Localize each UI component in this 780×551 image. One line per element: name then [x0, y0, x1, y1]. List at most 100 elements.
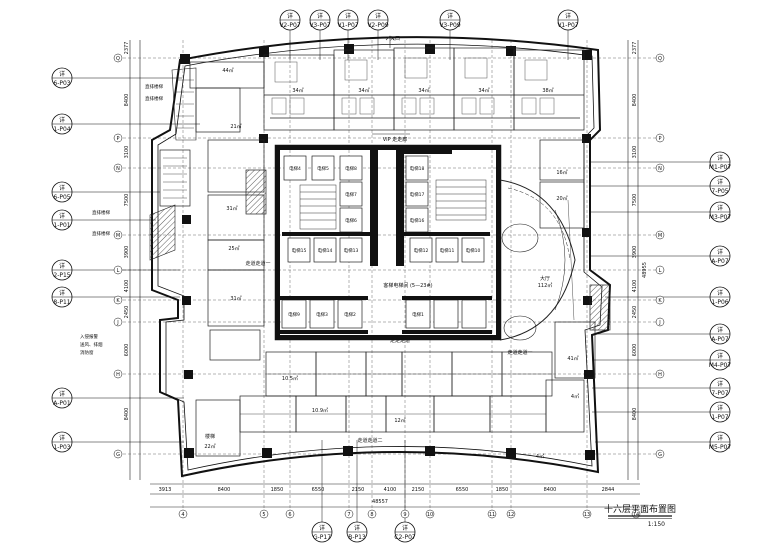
detail-ref-bubble: 详 M1-P07 [709, 151, 732, 173]
grid-label: 13 [584, 512, 590, 518]
ref-left-a: 详 [59, 184, 65, 192]
ref-top-a: 详 [317, 12, 323, 20]
ref-right-b: 7-P05 [711, 188, 728, 195]
grid-label: Q [658, 56, 662, 62]
dim-text: 2844 [602, 487, 615, 493]
detail-ref-bubble: 详V2-P07 [279, 9, 301, 31]
dim-text: 1850 [496, 487, 509, 493]
room-area: 4㎡ [536, 453, 544, 460]
elevator-label: 电梯3 [316, 311, 328, 318]
ref-bottom-b: B-P13 [348, 534, 366, 541]
entry-label: 入口 [390, 36, 400, 42]
building-envelope [151, 36, 612, 478]
ref-right-a: 详 [717, 154, 723, 162]
top-ref-leaders [289, 30, 569, 60]
elevator-label: 电梯6 [345, 217, 357, 224]
ref-bottom-a: 详 [319, 524, 325, 532]
dim-text: 7500 [632, 194, 638, 207]
ref-right-a: 详 [717, 289, 723, 297]
room-labels: 44㎡ 34㎡ 34㎡ 34㎡ 34㎡ 38㎡ VIP 走走廊 入口 客梯电梯间… [204, 36, 579, 460]
left-ref-leaders [72, 77, 200, 443]
dim-text: 4100 [384, 487, 397, 493]
ref-right-a: 详 [717, 380, 723, 388]
detail-ref-bubble: 详V3-P07 [309, 9, 331, 31]
ref-top-b: V1-P07 [337, 22, 359, 29]
detail-ref-bubble: 详 7-P07 [709, 377, 731, 399]
elevator-label: 电梯7 [345, 191, 357, 198]
bottom-detail-refs: 详G-P17 详B-P13 详C2-P07 [311, 521, 416, 543]
detail-ref-bubble: 详 C2-P07 [394, 521, 416, 543]
grid-label: K [116, 298, 120, 304]
corridor-label: 走道走道一 [507, 349, 532, 356]
ref-right-b: M3-P07 [709, 214, 732, 221]
ref-left-b: A-P01 [53, 400, 71, 407]
ref-top-b: V3-P09 [439, 22, 461, 29]
entry-markers [372, 35, 410, 135]
detail-ref-bubble: 详A-P07 [709, 245, 731, 267]
ref-top-b: V2-P07 [279, 22, 301, 29]
ref-top-a: 详 [375, 12, 381, 20]
room-area: 38㎡ [542, 87, 553, 94]
ref-right-b: A-P07 [711, 258, 729, 265]
grid-label: L [659, 268, 662, 274]
grid-label: K [658, 298, 662, 304]
ref-right-b: 7-P07 [711, 390, 728, 397]
grid-label: 5 [262, 512, 265, 518]
ref-right-a: 详 [717, 434, 723, 442]
note-text: 直排楼梯 [145, 95, 163, 102]
detail-ref-bubble: 详1-P04 [51, 113, 73, 135]
elevator-label: 电梯1 [412, 311, 424, 318]
room-area: 22㎡ [204, 443, 215, 450]
ref-left-a: 详 [59, 289, 65, 297]
grid-label: M [116, 233, 120, 239]
corridor-label: 走走走道 [390, 337, 410, 344]
right-dimensions: 2377 8400 3100 7500 3900 4100 2450 6000 … [632, 42, 648, 421]
dim-text: 2150 [352, 487, 365, 493]
ref-left-b: 1-P04 [53, 126, 70, 133]
ref-right-b: M1-P07 [709, 164, 732, 171]
dim-text: 4100 [632, 280, 638, 293]
dim-text: 8400 [544, 487, 557, 493]
detail-ref-bubble: 详 B-P13 [346, 521, 368, 543]
detail-ref-bubble: 详8-P11 [51, 286, 73, 308]
hall-area: 112㎡ [538, 282, 553, 289]
ref-right-a: 详 [717, 178, 723, 186]
dim-text: 7500 [124, 194, 130, 207]
columns [180, 44, 595, 460]
detail-ref-bubble: 详1-P01 [51, 209, 73, 231]
grid-label: N [658, 166, 662, 172]
top-detail-refs: 详V2-P07 详V3-P07 详V1-P07 详V2-P09 详V3-P09 … [279, 9, 579, 31]
dim-text: 3900 [124, 246, 130, 259]
room-area: 20㎡ [556, 195, 567, 202]
lobby [499, 179, 576, 341]
dim-text: 2377 [124, 42, 130, 55]
room-area: 12㎡ [394, 417, 405, 424]
elevator-label: 电梯10 [466, 247, 481, 254]
room-area: 34㎡ [358, 87, 369, 94]
ref-bottom-a: 详 [402, 524, 408, 532]
detail-ref-bubble: 详V2-P09 [367, 9, 389, 31]
grid-label: 14 [633, 512, 639, 518]
vip-corridor-label: VIP 走走廊 [383, 136, 408, 143]
right-detail-refs: 详M1-P07 详7-P05 详M3-P07 详A-P07 详1-P06 详A-… [709, 151, 732, 453]
elevator-label: 电梯12 [414, 247, 429, 254]
bottom-ref-leaders [321, 440, 406, 522]
ref-right-a: 详 [717, 352, 723, 360]
grid-lines [118, 40, 660, 512]
dim-text: 2450 [124, 306, 130, 319]
elevator-label: 电梯14 [318, 247, 333, 254]
detail-ref-bubble: 详V1-P07 [557, 9, 579, 31]
ref-bottom-a: 详 [354, 524, 360, 532]
ref-left-a: 详 [59, 212, 65, 220]
detail-ref-bubble: 详6-P03 [51, 67, 73, 89]
detail-ref-bubble: 详A-P01 [51, 387, 73, 409]
ref-top-a: 详 [565, 12, 571, 20]
room-area: 4㎡ [571, 393, 579, 400]
dim-text: 8400 [632, 408, 638, 421]
grid-label: L [117, 268, 120, 274]
elevator-label: 电梯9 [288, 311, 300, 318]
elevator-label: 电梯4 [289, 165, 301, 172]
dim-text: 3900 [632, 246, 638, 259]
overall-height-dim: 48955 [642, 262, 648, 278]
ref-bottom-b: C2-P07 [394, 534, 416, 541]
